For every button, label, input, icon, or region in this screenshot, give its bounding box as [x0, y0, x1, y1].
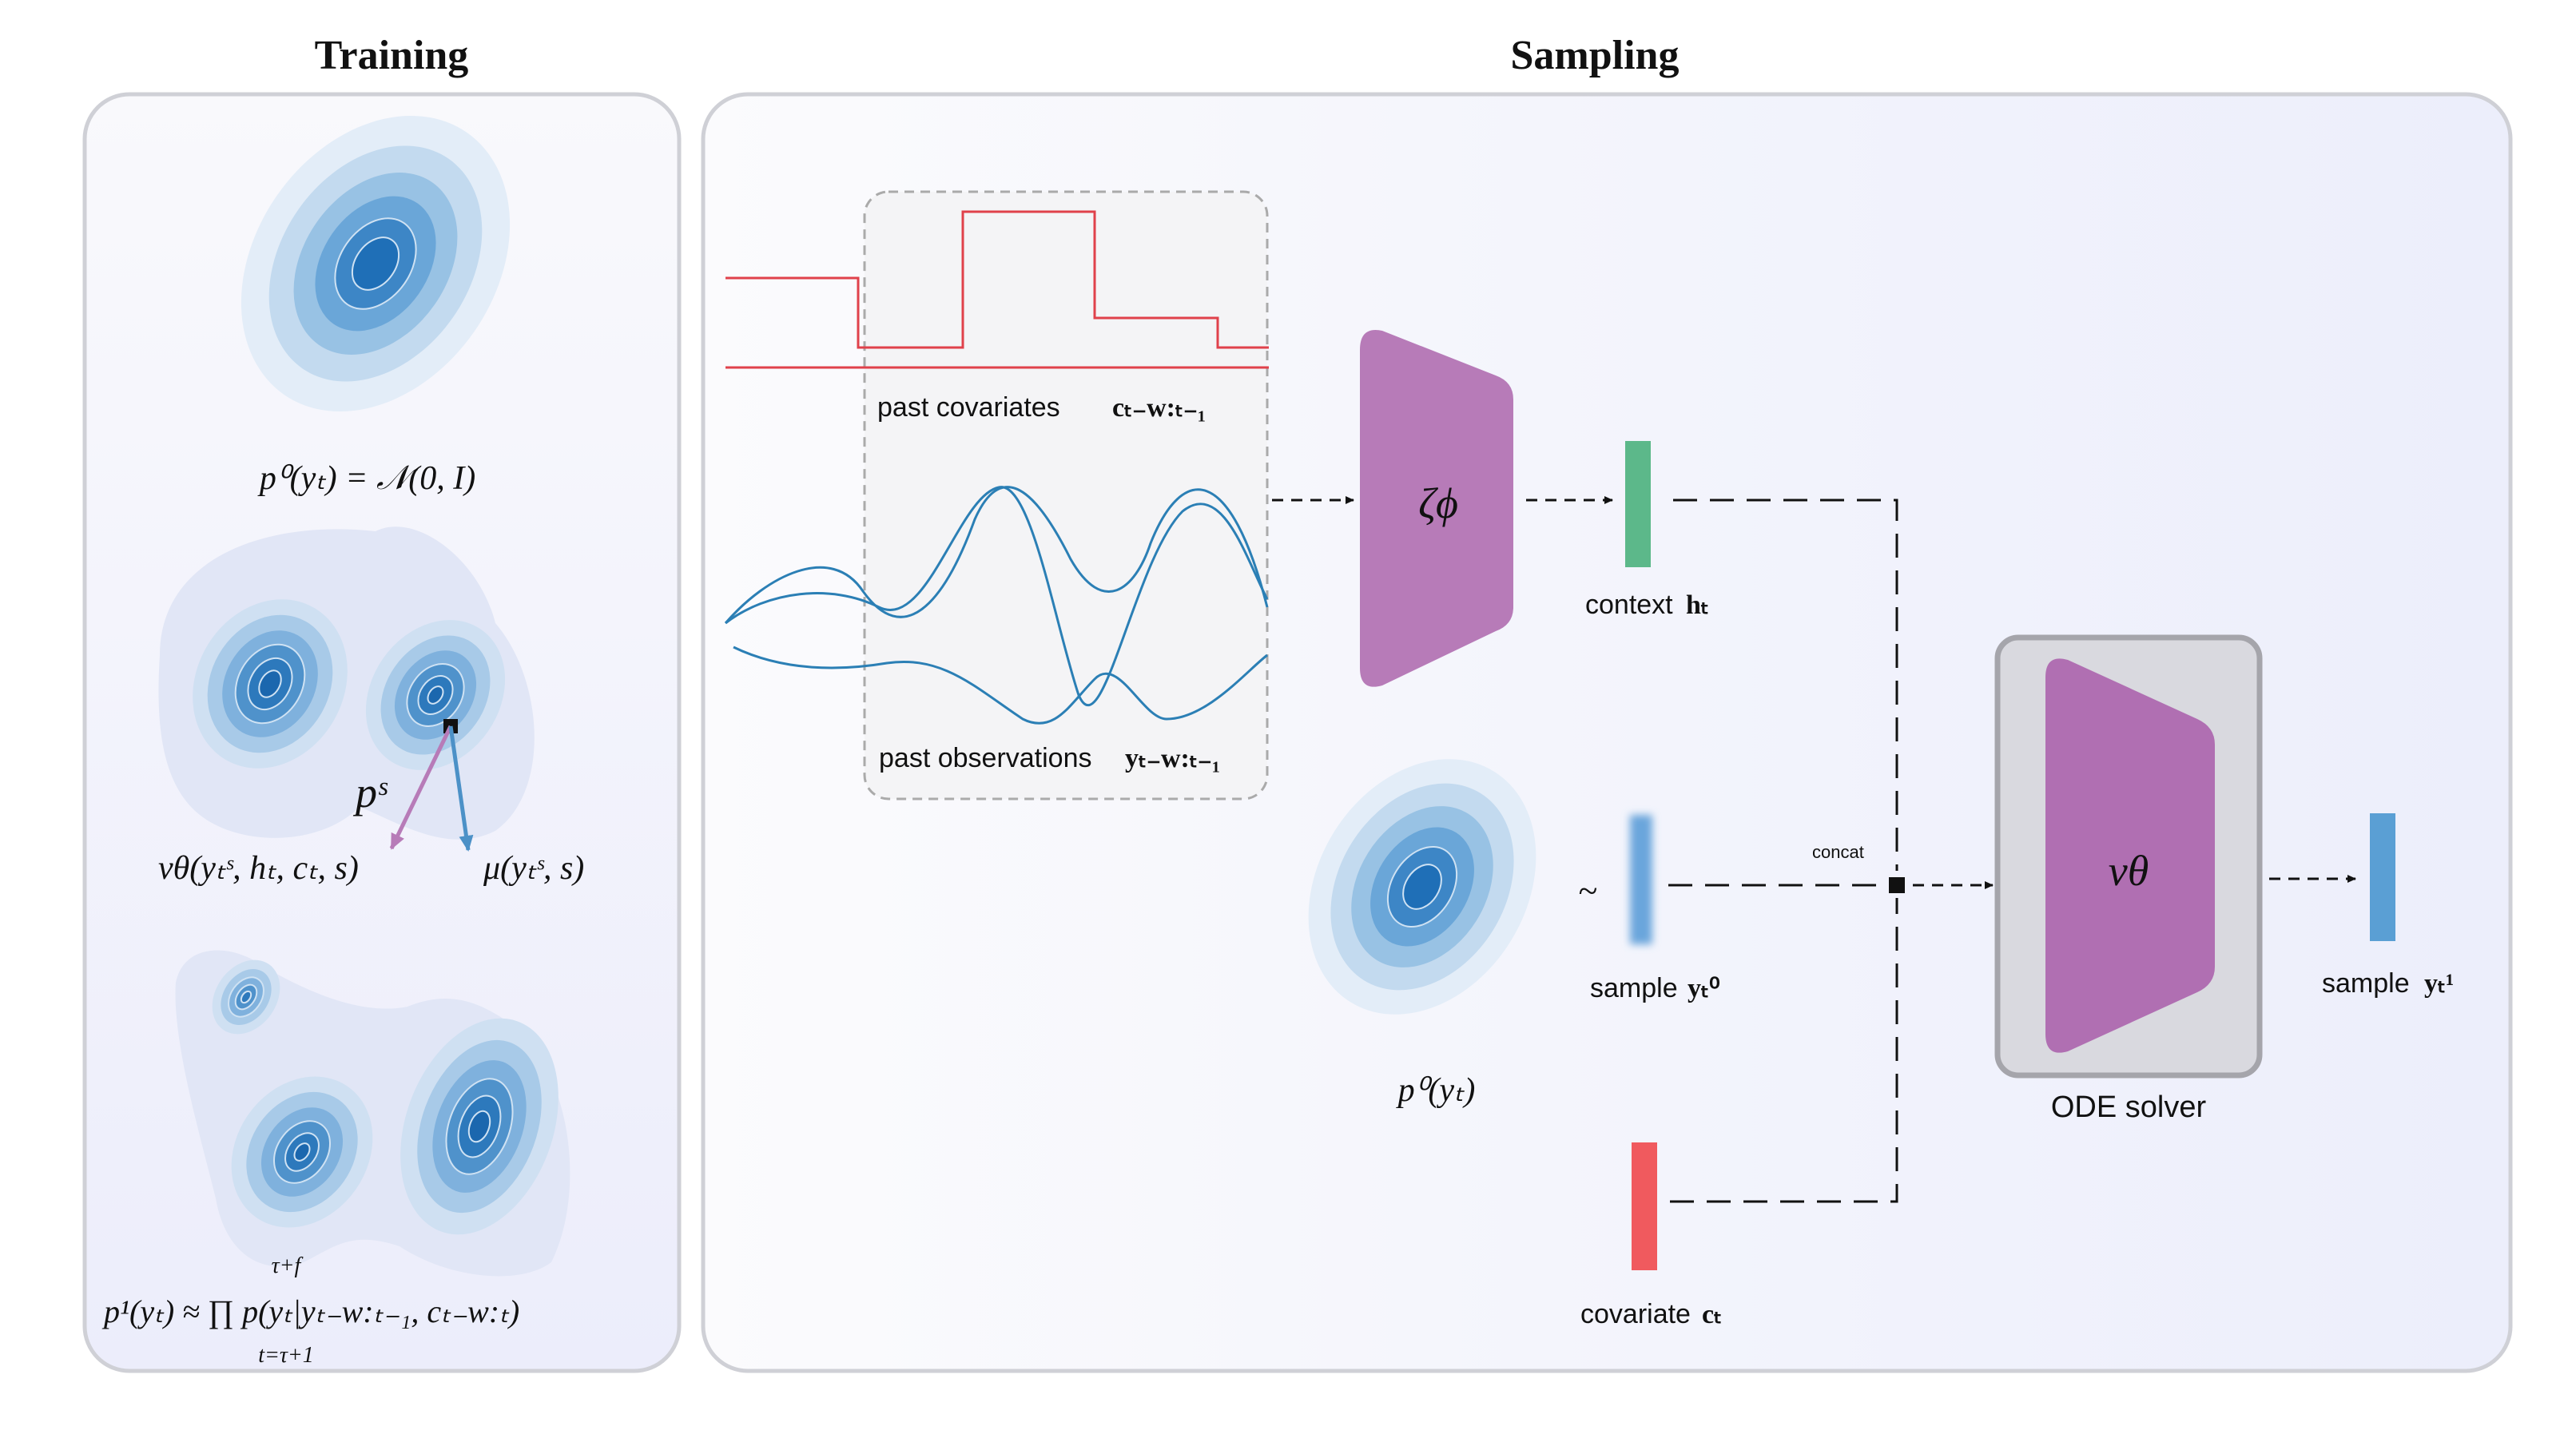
covariate-label: covariate [1580, 1299, 1691, 1329]
target-upper-limit: τ+f [272, 1253, 304, 1278]
ode-solver-label: ODE solver [2051, 1090, 2207, 1124]
covariate-math: cₜ [1702, 1300, 1722, 1329]
observation-wave-2 [725, 486, 1269, 706]
nu-theta-label: νθ(yₜˢ, hₜ, cₜ, s) [158, 850, 359, 887]
sample-0-label: sample [1590, 973, 1678, 1003]
prior-label: p⁰(yₜ) = 𝒩(0, I) [257, 460, 475, 497]
context-bar [1625, 441, 1651, 567]
intermediate-mode-left [193, 599, 348, 769]
sample-0-bar [1630, 815, 1652, 944]
velocity-arrow-nu [389, 725, 453, 850]
target-mode-small [212, 959, 280, 1035]
sampling-prior-label: p⁰(yₜ) [1396, 1072, 1476, 1109]
past-observations-math: yₜ₋w:ₜ₋₁ [1125, 744, 1220, 773]
sample-1-math: yₜ¹ [2424, 969, 2454, 999]
past-window-box [863, 190, 1269, 800]
past-covariates-math: cₜ₋w:ₜ₋₁ [1112, 393, 1206, 423]
ps-label: pˢ [352, 769, 388, 816]
concat-label: concat [1812, 842, 1864, 862]
target-lower-limit: t=τ+1 [258, 1343, 314, 1368]
covariate-bar [1632, 1142, 1657, 1270]
context-math: hₜ [1686, 590, 1709, 620]
velocity-network-block [2045, 658, 2215, 1053]
context-to-concat-line [1673, 499, 1898, 871]
sample-1-bar [2370, 813, 2395, 941]
sampling-prior-gaussian [1308, 759, 1536, 1015]
target-mode-bottom [231, 1076, 373, 1228]
observation-wave-3 [733, 646, 1268, 725]
target-mode-right [400, 1018, 559, 1235]
tilde-symbol: ~ [1578, 872, 1597, 911]
training-title: Training [315, 33, 469, 78]
target-label: p¹(yₜ) ≈ ∏ p(yₜ|yₜ₋w:ₜ₋₁, cₜ₋w:ₜ) [101, 1293, 519, 1329]
covariate-to-concat-line [1670, 898, 1898, 1203]
intermediate-mode-right [365, 620, 506, 770]
concat-node [1889, 877, 1905, 893]
sample-1-label: sample [2322, 968, 2410, 999]
sample-0-math: yₜ⁰ [1688, 974, 1720, 1003]
encoder-label: ζϕ [1418, 479, 1458, 527]
encoder-zeta-block [1360, 330, 1513, 687]
mu-label: μ(yₜˢ, s) [483, 850, 584, 887]
sampling-title: Sampling [1511, 33, 1680, 78]
observation-wave-1 [724, 486, 1269, 624]
velocity-arrow-mu [448, 725, 474, 852]
context-label: context [1585, 590, 1673, 620]
past-observations-label: past observations [879, 743, 1092, 773]
past-covariates-label: past covariates [877, 392, 1060, 423]
covariate-step-line-1 [725, 210, 1269, 349]
velocity-network-label: νθ [2109, 847, 2149, 895]
prior-gaussian-contour [241, 115, 511, 412]
